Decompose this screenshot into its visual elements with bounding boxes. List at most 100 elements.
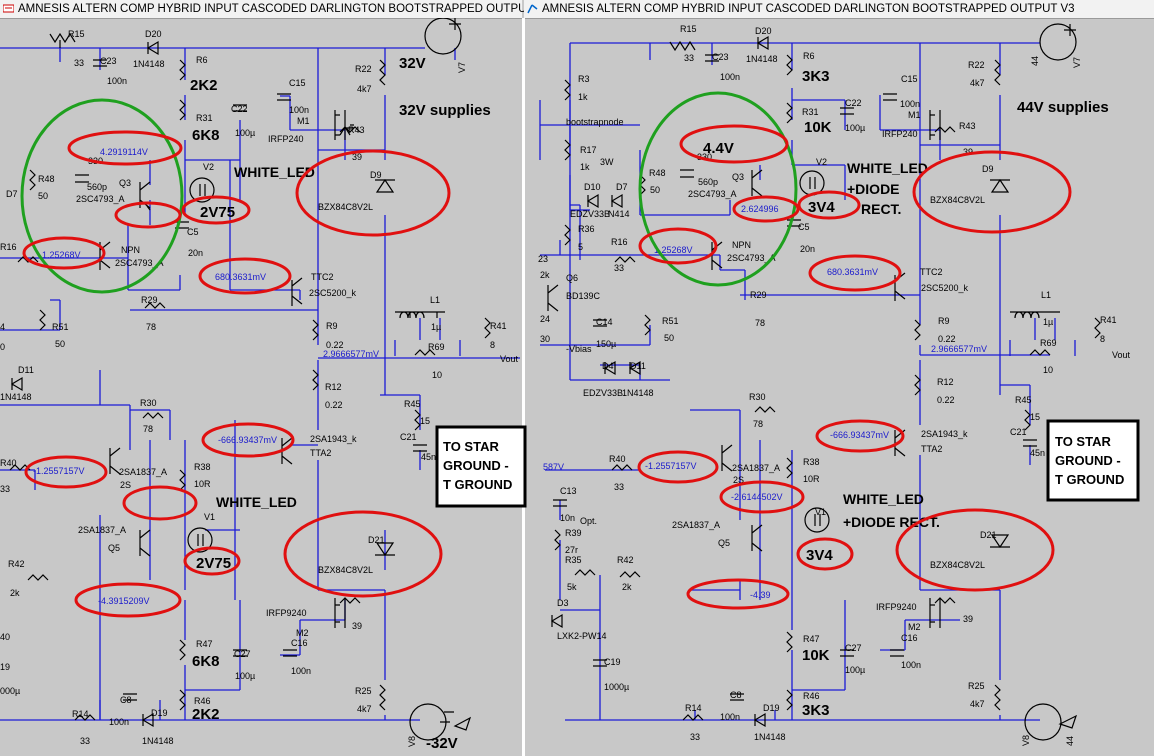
- voltage-readout: 680.3631mV: [215, 272, 266, 282]
- highlight-ellipse-green: [638, 91, 798, 287]
- annotation-r47-value: 10K: [802, 647, 830, 664]
- highlight-ellipse: [22, 236, 106, 270]
- label-m1: M1: [297, 116, 310, 126]
- tab-left-schematic[interactable]: AMNESIS ALTERN COMP HYBRID INPUT CASCODE…: [0, 0, 551, 19]
- voltage-readout: -4.39: [750, 590, 771, 600]
- label-r22: R22: [355, 64, 372, 74]
- label-c23-value: 100n: [720, 72, 740, 82]
- label-r42: R42: [617, 555, 634, 565]
- label-r16: R16: [0, 242, 17, 252]
- voltage-readout: 1.25268V: [654, 245, 693, 255]
- label-r15: R15: [680, 24, 697, 34]
- label-bootstrapnode: bootstrapnode: [566, 117, 624, 127]
- tab-title: AMNESIS ALTERN COMP HYBRID INPUT CASCODE…: [18, 3, 551, 15]
- label-vout: Vout: [500, 354, 519, 364]
- label-ttc2-value: 2SC5200_k: [921, 283, 969, 293]
- label-n4148: 1N4148: [622, 388, 654, 398]
- label-c14-value: 150µ: [596, 339, 616, 349]
- label-c21: C21: [1010, 427, 1027, 437]
- label-c22-value: 100µ: [235, 128, 255, 138]
- label-d21-value: BZX84C8V2L: [318, 565, 373, 575]
- label-sa1943: 2SA1943_k: [921, 429, 968, 439]
- label-v8: V8: [1021, 735, 1031, 746]
- label-q6: Q6: [566, 273, 578, 283]
- label-vout: Vout: [1112, 350, 1131, 360]
- label-r69-value: 10: [432, 370, 442, 380]
- label-r22-value: 4k7: [357, 84, 372, 94]
- annotation-supply-voltage: 32V: [399, 55, 426, 72]
- label-c8: C8: [730, 690, 742, 700]
- label-p4: 4: [0, 322, 5, 332]
- label-r29: R29: [141, 295, 158, 305]
- label-d11: D11: [630, 361, 646, 371]
- highlight-ellipse-green: [20, 98, 184, 294]
- label-r25-value: 4k7: [970, 699, 985, 709]
- label-d7: D7: [6, 189, 18, 199]
- label-r48: R48: [38, 174, 55, 184]
- label-r51: R51: [662, 316, 679, 326]
- label-m1-value: IRFP240: [882, 129, 918, 139]
- annotation-v1-value: 3V4: [806, 547, 833, 564]
- label-p33: 33: [0, 484, 10, 494]
- label-sa1943: 2SA1943_k: [310, 434, 357, 444]
- label-r36: R36: [578, 224, 595, 234]
- highlight-ellipse: [283, 510, 443, 598]
- label-c15: C15: [901, 74, 918, 84]
- voltage-readout: -666.93437mV: [830, 430, 889, 440]
- label-r48: R48: [649, 168, 666, 178]
- label-v7: V7: [457, 62, 467, 73]
- label-r15-value: 33: [684, 53, 694, 63]
- highlight-ellipse: [912, 150, 1072, 234]
- label-c16: C16: [291, 638, 308, 648]
- voltage-readout: 2.9666577mV: [931, 344, 987, 354]
- highlight-ellipse: [808, 254, 902, 292]
- label-r40: R40: [0, 458, 17, 468]
- label-d20-value: 1N4148: [746, 54, 778, 64]
- label-r38: R38: [803, 457, 820, 467]
- label-p19: 19: [0, 662, 10, 672]
- label-m2: M2: [296, 628, 309, 638]
- voltage-readout: 680.3631mV: [827, 267, 878, 277]
- label-r9: R9: [938, 316, 950, 326]
- highlight-ellipse: [183, 546, 241, 576]
- label-r12-value: 0.22: [325, 400, 343, 410]
- tab-right-schematic[interactable]: AMNESIS ALTERN COMP HYBRID INPUT CASCODE…: [524, 0, 1154, 19]
- label-d20-value: 1N4148: [133, 59, 165, 69]
- annotation-supplies: 44V supplies: [1017, 99, 1109, 116]
- label-c27: C27: [845, 643, 862, 653]
- voltage-readout: -666.93437mV: [218, 435, 277, 445]
- star-ground-text: GROUND -: [443, 458, 509, 473]
- label-d21: D21: [368, 535, 385, 545]
- label-c19-value: 1000µ: [604, 682, 629, 692]
- label-r31: R31: [802, 107, 819, 117]
- label-d9: D9: [370, 170, 382, 180]
- label-r29: R29: [750, 290, 767, 300]
- label-c13-value: 10n: [560, 513, 575, 523]
- label-r9: R9: [326, 321, 338, 331]
- highlight-ellipse: [74, 582, 182, 618]
- label-r30: R30: [140, 398, 157, 408]
- label-r42-value: 2k: [10, 588, 20, 598]
- label-r41-value: 8: [490, 340, 495, 350]
- label-tta2: TTA2: [310, 448, 331, 458]
- highlight-ellipse: [201, 422, 295, 458]
- highlight-ellipse: [637, 450, 719, 484]
- label-r40-value: 33: [614, 482, 624, 492]
- label-c15: C15: [289, 78, 306, 88]
- label-3w: 3W: [600, 157, 614, 167]
- label-lxk: LXK2-PW14: [557, 631, 607, 641]
- label-q3: Q3: [119, 178, 131, 188]
- label-c22: C22: [845, 98, 862, 108]
- label-v44: 44: [1030, 56, 1040, 66]
- label-r46: R46: [194, 696, 211, 706]
- star-ground-box: [435, 425, 527, 508]
- label-d21: D21: [980, 530, 997, 540]
- label-edzv2: EDZV33B: [583, 388, 623, 398]
- label-r3-value: 1k: [578, 92, 588, 102]
- label-r69: R69: [1040, 338, 1057, 348]
- label-m1: M1: [908, 110, 921, 120]
- label-p23: 23: [538, 254, 548, 264]
- highlight-ellipse: [797, 190, 861, 220]
- label-c23: C23: [712, 52, 729, 62]
- label-q2b: 2S: [733, 475, 744, 485]
